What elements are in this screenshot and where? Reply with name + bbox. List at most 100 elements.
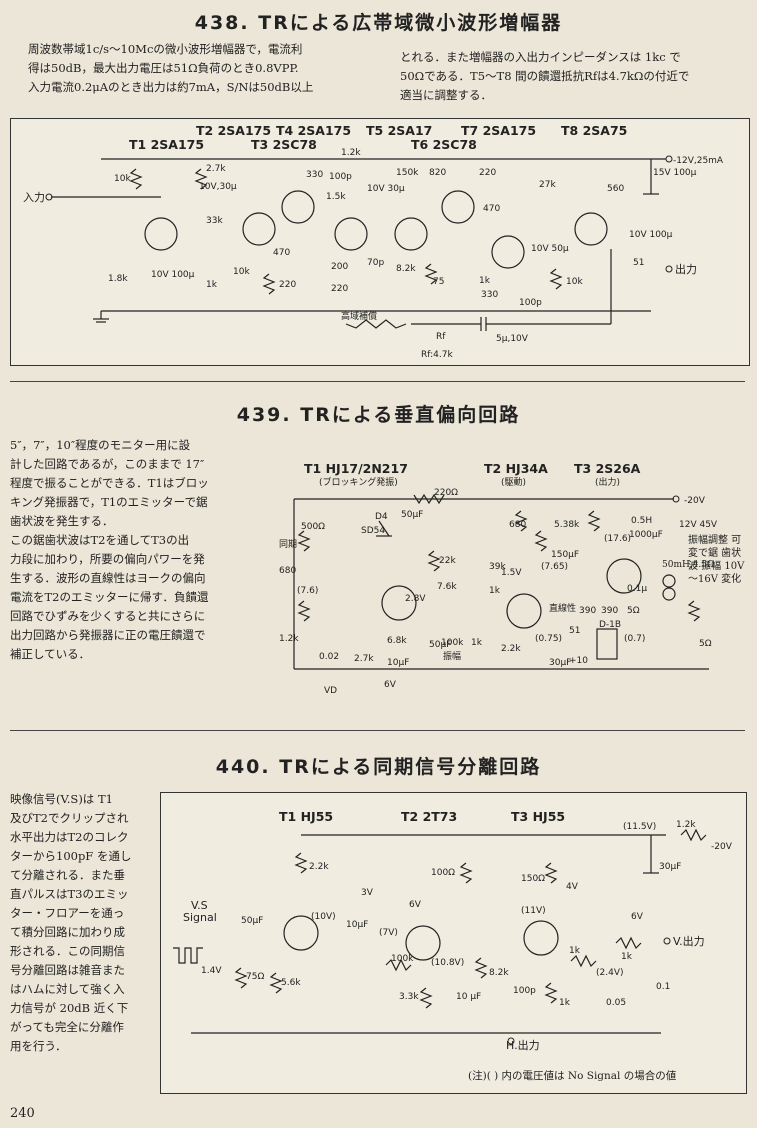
- divider: [10, 730, 745, 731]
- section-438-title: 438. TRによる広帯域微小波形増幅器: [194, 12, 563, 34]
- component-label: 220: [479, 168, 496, 178]
- transistor-label: T2 2SA175: [196, 123, 271, 138]
- component-label: 150k: [396, 168, 419, 178]
- rf-label: Rf: [436, 332, 446, 342]
- text-line: 入力電流0.2μAのとき出力は約7mA，S/Nは50dB以上: [28, 80, 314, 94]
- component-label: 10V 100μ: [151, 270, 195, 280]
- component-label: 50μF: [241, 916, 263, 926]
- text-line: 回路でひずみを少くすると共にさらに: [10, 609, 206, 623]
- component-label: 22k: [439, 556, 456, 566]
- component-label: 1.2k: [279, 634, 299, 644]
- component-label: 560: [607, 184, 624, 194]
- text-line: 歯状波を発生する．: [10, 514, 114, 528]
- component-label: 50μF: [401, 510, 423, 520]
- component-label: 1k: [206, 280, 218, 290]
- component-label: 10k: [233, 267, 250, 277]
- component-label: 1.5V: [501, 568, 522, 578]
- component-label: 1.5k: [326, 192, 346, 202]
- component-label: 100k: [391, 954, 414, 964]
- component-label: 390: [579, 606, 596, 616]
- component-label: 200: [331, 262, 348, 272]
- text-line: 力信号が 20dB 近く下: [10, 1001, 129, 1015]
- component-label: 10k: [114, 174, 131, 184]
- component-label: 27k: [539, 180, 556, 190]
- component-label: 680: [279, 566, 296, 576]
- component-label: VD: [324, 686, 337, 696]
- component-label: 39k: [489, 562, 506, 572]
- component-label: 70p: [367, 258, 384, 268]
- component-label: 5.6k: [281, 978, 301, 988]
- component-label: 6V: [409, 900, 422, 910]
- component-label: (0.7): [624, 634, 645, 644]
- component-label: (10.8V): [431, 958, 464, 968]
- text-line: ターから100pF を通し: [10, 849, 132, 863]
- transistor-label: T1 HJ55: [279, 809, 333, 824]
- component-label: 75: [433, 277, 444, 287]
- transistor-label: T3 HJ55: [511, 809, 565, 824]
- text-line: 映像信号(V.S)は T1: [10, 792, 113, 806]
- component-label: 50μF: [429, 640, 451, 650]
- component-label: 30μF: [659, 862, 681, 872]
- text-line: 号分離回路は雑音また: [10, 963, 125, 977]
- v-output-label: V.出力: [673, 934, 705, 948]
- text-line: 形される．この同期信: [10, 944, 125, 958]
- adjust-note: 振幅調整 可変で鋸 歯状波 振幅 10V～16V 変化: [688, 535, 745, 585]
- circuit-438-schematic: T1 2SA175 T2 2SA175 T3 2SC78 T4 2SA175 T…: [23, 123, 724, 360]
- component-label: 直線性: [549, 602, 576, 614]
- component-label: 220Ω: [434, 488, 458, 498]
- component-label: 2.2k: [501, 644, 521, 654]
- component-label: (0.75): [535, 634, 562, 644]
- component-label: 100p: [519, 298, 542, 308]
- component-label: D-1B: [599, 620, 621, 630]
- component-label: 1k: [479, 276, 491, 286]
- text-line: 力段に加わり，所要の偏向パワーを発: [10, 552, 205, 566]
- text-line: 用を行う．: [10, 1039, 67, 1053]
- component-label: 1k: [621, 952, 633, 962]
- transistor-label: T5 2SA17: [366, 123, 432, 138]
- component-label: 6.8k: [387, 636, 407, 646]
- output-label: 出力: [675, 262, 697, 276]
- component-label: SD54: [361, 526, 385, 536]
- transistor-label: T2 2T73: [401, 809, 457, 824]
- text-line: 計した回路であるが，このままで 17″: [10, 457, 205, 471]
- text-line: て積分回路に加わり成: [10, 925, 125, 939]
- text-line: 周波数帯域1c/s～10Mcの微小波形増幅器で，電流利: [28, 42, 303, 56]
- text-line: この鋸歯状波はT2を通してT3の出: [10, 533, 190, 547]
- component-label: 8.2k: [489, 968, 509, 978]
- transistor-sub-label: (駆動): [501, 477, 526, 488]
- component-label: 10V 50μ: [531, 244, 569, 254]
- component-label: 振幅: [443, 650, 461, 662]
- component-label: 51: [569, 626, 580, 636]
- component-label: 100Ω: [431, 868, 455, 878]
- component-label: (17.6): [604, 534, 631, 544]
- transistor-label: T3 2SC78: [251, 137, 317, 152]
- component-label: 15V 100μ: [653, 168, 697, 178]
- component-label: (7V): [379, 928, 398, 938]
- circuit-439-schematic: T1 HJ17/2N217 (ブロッキング発振) T2 HJ34A (駆動) T…: [279, 461, 718, 696]
- component-label: 330: [481, 290, 498, 300]
- section-439-text: 5″，7″，10″程度のモニター用に設 計した回路であるが，このままで 17″ …: [10, 436, 265, 664]
- text-line: て分離される．また垂: [10, 868, 125, 882]
- component-label: 220: [331, 284, 348, 294]
- feedback-cap-label: 5μ,10V: [496, 334, 529, 344]
- supply-label: -20V: [711, 842, 733, 852]
- section-440-title: 440. TRによる同期信号分離回路: [215, 756, 542, 778]
- component-label: D4: [375, 512, 388, 522]
- page-number: 240: [10, 1106, 35, 1121]
- component-label: 0.05: [606, 998, 626, 1008]
- text-line: 補正している．: [10, 647, 91, 661]
- component-label: 30μF: [549, 658, 571, 668]
- component-label: 1.2k: [341, 148, 361, 158]
- component-label: 6V: [384, 680, 397, 690]
- component-label: (11.5V): [623, 822, 656, 832]
- component-label: 1k: [489, 586, 501, 596]
- input-label: 入力: [23, 191, 45, 204]
- transistor-label: T2 HJ34A: [484, 461, 548, 476]
- component-label: 2.7k: [354, 654, 374, 664]
- component-label: 10 μF: [456, 992, 481, 1002]
- transistor-label: T3 2S26A: [574, 461, 641, 476]
- component-label: 8.2k: [396, 264, 416, 274]
- component-label: 7.6k: [437, 582, 457, 592]
- text-line: キング発振器で，T1のエミッターで鋸: [10, 495, 208, 509]
- component-label: 820: [429, 168, 446, 178]
